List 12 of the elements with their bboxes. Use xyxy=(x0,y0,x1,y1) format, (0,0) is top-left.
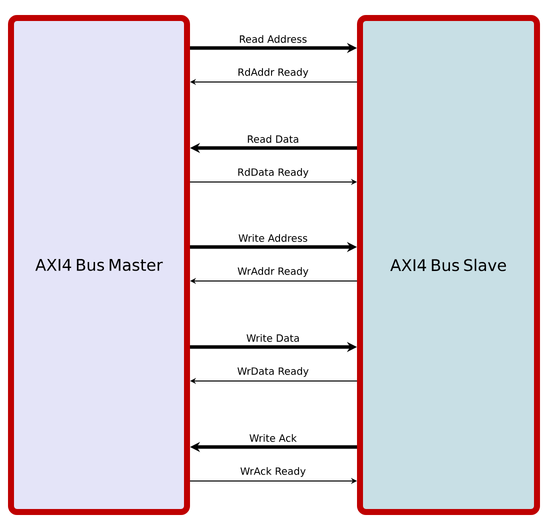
edge-label: WrAddr Ready xyxy=(236,266,310,278)
edge-label: Write Address xyxy=(237,233,309,243)
bus-box: AXI4 Bus Master xyxy=(8,14,190,515)
edge-label: WrAck Ready xyxy=(239,466,307,478)
edge-label: Write Data xyxy=(245,333,301,343)
edge-label: Write Ack xyxy=(248,433,298,443)
edge-label: Read Data xyxy=(246,134,300,144)
edge-label: WrData Ready xyxy=(236,366,310,378)
edge-label: RdAddr Ready xyxy=(236,67,310,79)
edge-label: Read Address xyxy=(238,34,308,44)
bus-box: AXI4 Bus Slave xyxy=(357,14,540,515)
edge-label: RdData Ready xyxy=(236,167,310,179)
